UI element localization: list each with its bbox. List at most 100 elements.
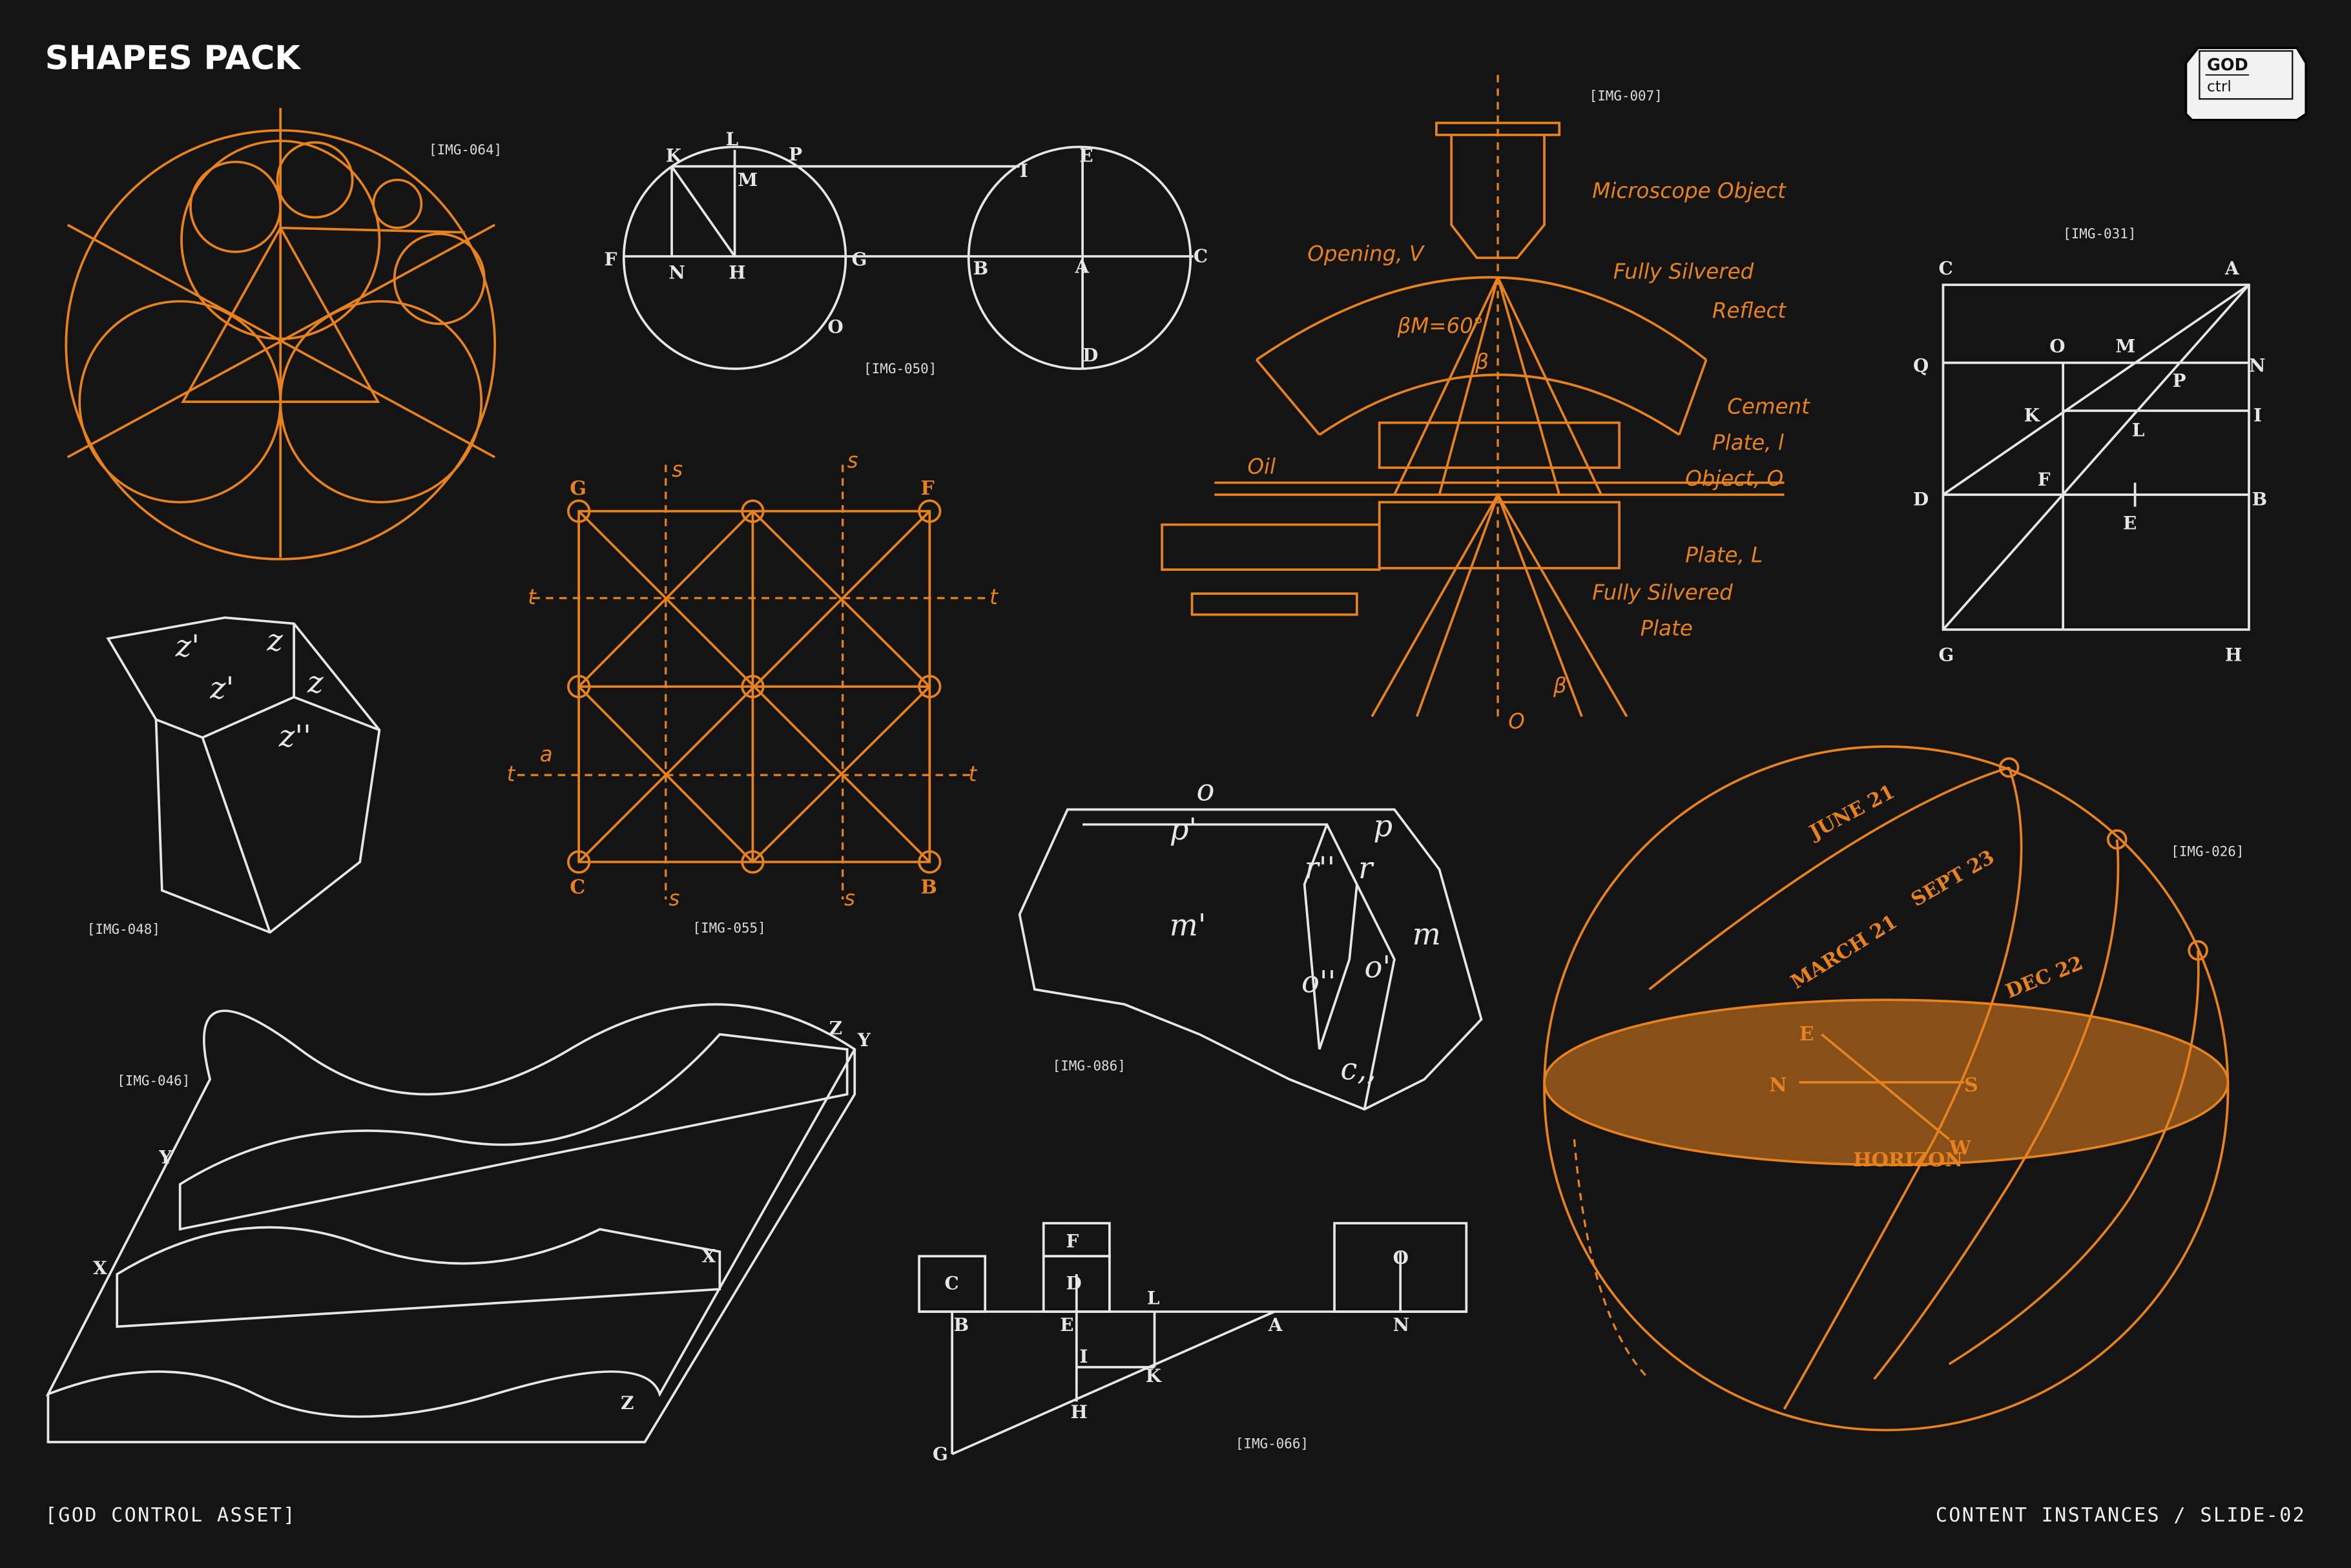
diagram-label: B: [920, 876, 937, 898]
diagram-label: c,,: [1340, 1051, 1376, 1086]
diagram-label: Oil: [1247, 455, 1276, 479]
diagram-label: A: [1268, 1314, 1283, 1336]
diagram-label: H: [729, 262, 745, 284]
caption-img-048: [IMG-048]: [87, 922, 160, 937]
caption-img-026: [IMG-026]: [2171, 843, 2244, 859]
diagram-label: t: [969, 761, 978, 786]
diagram-label: N: [1769, 1074, 1787, 1097]
diagram-label: P: [2173, 370, 2186, 391]
diagram-label: z': [209, 671, 234, 706]
diagram-label: z: [307, 665, 324, 699]
diagram-label: O: [2049, 335, 2065, 356]
diagram-label: Plate, L: [1685, 542, 1763, 567]
caption-img-007: [IMG-007]: [1590, 88, 1662, 104]
diagram-label: z': [175, 629, 200, 664]
diagram-label: t: [528, 584, 537, 609]
diagram-label: C: [570, 876, 585, 898]
figure-img-048: z' z z' z z'' [IMG-048]: [87, 616, 381, 937]
diagram-label: N: [668, 262, 685, 284]
diagram-label: K: [666, 145, 683, 167]
diagram-label: X: [701, 1245, 716, 1266]
diagram-label: s: [844, 886, 855, 911]
diagram-label: K: [1146, 1365, 1163, 1387]
diagram-label: E: [2123, 512, 2137, 533]
diagram-label: SEPT 23: [1907, 846, 1998, 911]
diagram-label: M: [2115, 335, 2135, 356]
diagram-label: Opening, V: [1307, 242, 1425, 266]
caption-img-086: [IMG-086]: [1053, 1058, 1126, 1073]
diagram-label: m': [1170, 907, 1207, 942]
diagram-label: L: [1147, 1287, 1160, 1308]
diagram-label: Q: [1913, 355, 1929, 377]
footer-right: CONTENT INSTANCES / SLIDE-02: [1936, 1504, 2306, 1527]
diagram-label: s: [668, 886, 679, 911]
diagram-label: E: [1060, 1314, 1073, 1336]
diagram-label: r'': [1305, 851, 1336, 885]
diagram-label: H: [1071, 1401, 1088, 1423]
diagram-label: Reflect: [1712, 298, 1787, 323]
diagram-label: W: [1949, 1137, 1972, 1159]
footer-left: [GOD CONTROL ASSET]: [45, 1504, 296, 1527]
caption-img-031: [IMG-031]: [2063, 226, 2136, 242]
diagram-label: MARCH 21: [1787, 911, 1901, 994]
diagram-label: s: [672, 457, 683, 482]
diagram-label: DEC 22: [2002, 952, 2086, 1004]
diagram-label: t: [989, 584, 999, 609]
diagram-label: I: [2253, 404, 2262, 426]
diagram-label: F: [920, 477, 935, 500]
diagram-label: t: [507, 761, 516, 786]
caption-img-046: [IMG-046]: [117, 1073, 190, 1089]
diagram-label: C: [1939, 258, 1953, 279]
diagram-label: K: [2024, 404, 2041, 426]
diagram-label: m: [1413, 916, 1441, 951]
figure-img-046: Z Y Y X X Z [IMG-046]: [45, 1003, 871, 1443]
caption-img-055: [IMG-055]: [693, 920, 766, 936]
diagram-label: Cement: [1727, 395, 1810, 419]
figure-img-031: C A Q O M N P K I L D F B E G H [IMG-031…: [1913, 226, 2267, 666]
diagram-label: B: [2252, 488, 2268, 510]
diagram-label: D: [1913, 488, 1929, 510]
diagram-label: D: [1066, 1272, 1082, 1294]
diagram-label: F: [605, 249, 617, 270]
figure-img-066: C B F D E L A O N I K H G [IMG-066]: [918, 1222, 1468, 1465]
figure-img-050: K L P M F N H G O I E C B A D [IMG-050]: [605, 129, 1208, 377]
figure-img-007: Microscope Object Opening, V Fully Silve…: [1161, 75, 1810, 734]
diagram-label: p: [1373, 809, 1393, 843]
diagram-label: G: [852, 249, 867, 270]
figure-img-055: G F C B s s s s t t t t a [IMG-055]: [507, 448, 999, 936]
diagram-label: C: [1194, 245, 1208, 267]
diagram-label: X: [93, 1257, 107, 1279]
page-title: SHAPES PACK: [45, 39, 302, 77]
diagram-label: o: [1196, 773, 1214, 808]
diagram-label: β: [1475, 349, 1489, 374]
diagram-label: F: [2038, 469, 2051, 490]
diagram-label: E: [1079, 145, 1093, 167]
diagram-label: P: [789, 143, 802, 165]
figure-img-026: JUNE 21 SEPT 23 MARCH 21 DEC 22 E N S W …: [1543, 745, 2244, 1432]
diagram-label: a: [540, 742, 553, 767]
diagram-label: B: [973, 258, 989, 279]
diagram-label: Fully Silvered: [1613, 260, 1754, 284]
diagram-label: β: [1553, 673, 1567, 697]
diagram-label: JUNE 21: [1805, 781, 1899, 845]
diagram-label: o': [1364, 949, 1391, 984]
diagram-label: A: [1074, 256, 1089, 277]
diagram-label: I: [1079, 1346, 1088, 1367]
diagram-label: Plate: [1641, 616, 1693, 641]
diagram-label: p': [1170, 812, 1197, 847]
diagram-label: H: [2225, 645, 2242, 666]
diagram-label: z'': [278, 719, 311, 754]
god-ctrl-logo: GOD ctrl: [2184, 46, 2307, 121]
diagram-label: C: [945, 1272, 959, 1294]
figure-img-086: o p' p r'' r m' m o'' o' c,, [IMG-086]: [1018, 773, 1483, 1111]
diagram-label: I: [1020, 160, 1028, 181]
caption-img-050: [IMG-050]: [864, 361, 937, 377]
diagram-label: Plate, l: [1712, 430, 1784, 455]
diagram-label: s: [847, 448, 858, 473]
diagram-label: O: [1508, 709, 1525, 734]
diagram-label: O: [1393, 1247, 1409, 1268]
figure-img-064: [IMG-064]: [65, 108, 502, 561]
diagram-label: r: [1358, 851, 1374, 885]
diagram-label: M: [738, 169, 758, 191]
